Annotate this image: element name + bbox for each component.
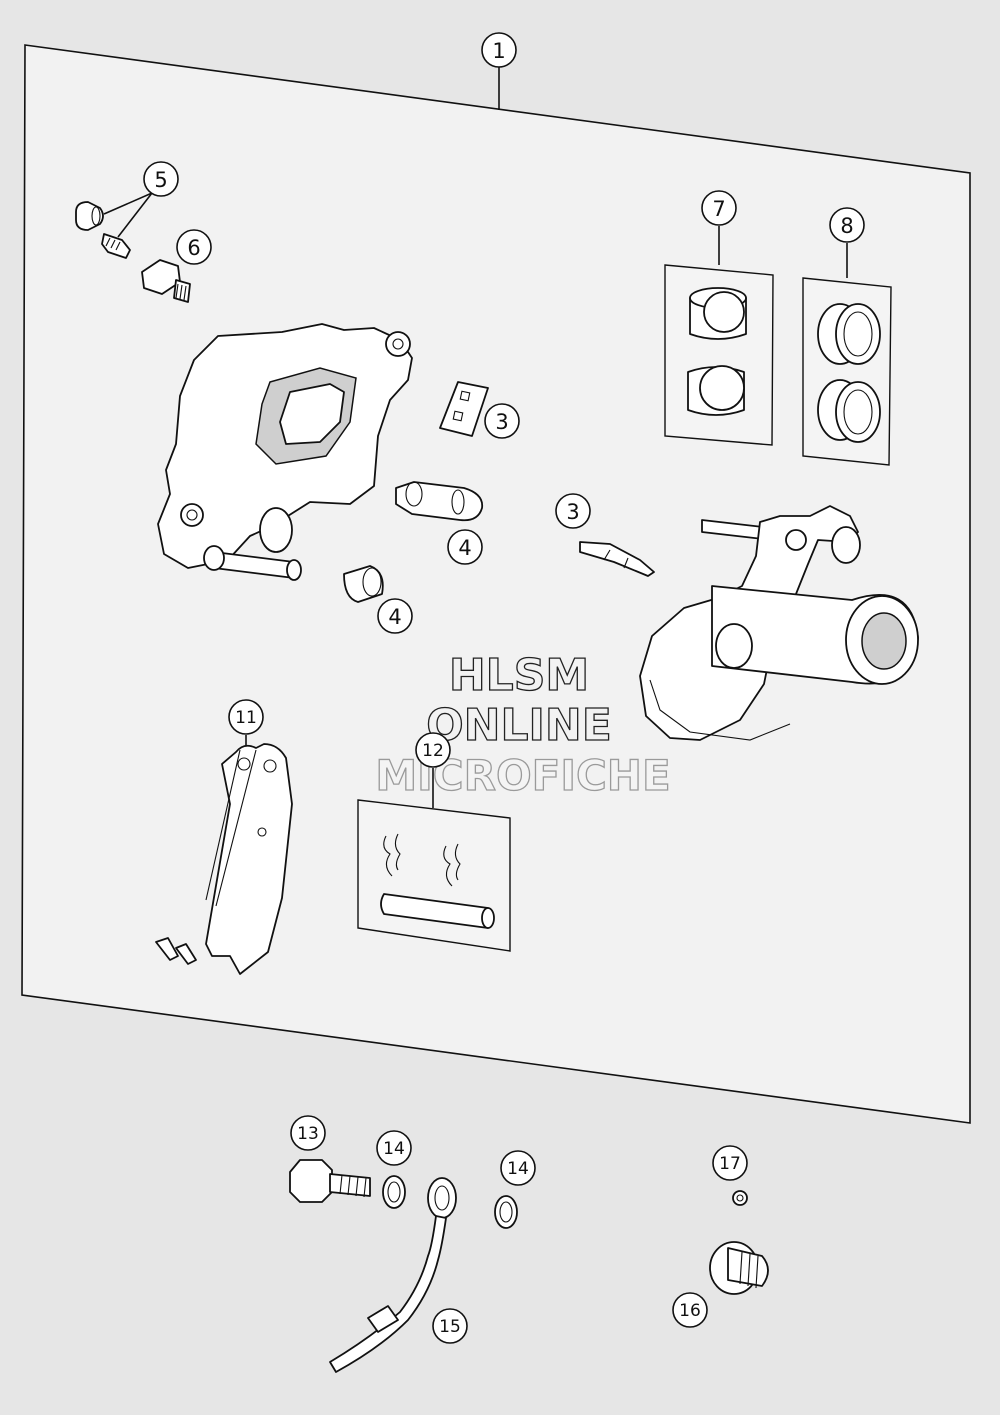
callout-11-label: 11 (235, 708, 257, 728)
seal-washer-part[interactable] (382, 1175, 406, 1209)
watermark: HLSM ONLINE MICROFICHE (375, 649, 672, 800)
small-plug-part[interactable] (732, 1190, 748, 1206)
callout-12-label: 12 (422, 741, 444, 761)
callout-4a[interactable]: 4 (447, 529, 483, 565)
callout-14b[interactable]: 14 (500, 1150, 536, 1186)
guide-pin-part[interactable] (395, 481, 484, 522)
guide-bush-part[interactable] (343, 565, 384, 603)
callout-17[interactable]: 17 (712, 1145, 748, 1181)
callout-4b[interactable]: 4 (377, 598, 413, 634)
callout-13[interactable]: 13 (290, 1115, 326, 1151)
callout-8[interactable]: 8 (829, 207, 865, 243)
callout-13-label: 13 (297, 1124, 319, 1144)
callout-17-label: 17 (719, 1154, 741, 1174)
callout-6[interactable]: 6 (176, 229, 212, 265)
callout-1[interactable]: 1 (481, 32, 517, 68)
callout-3b[interactable]: 3 (555, 493, 591, 529)
callout-4a-label: 4 (458, 536, 471, 560)
callout-15[interactable]: 15 (432, 1308, 468, 1344)
brake-caliper-body[interactable] (157, 323, 413, 581)
callout-8-label: 8 (840, 214, 853, 238)
callout-3a[interactable]: 3 (484, 403, 520, 439)
callout-5[interactable]: 5 (143, 161, 179, 197)
callout-3a-label: 3 (495, 410, 508, 434)
plug-screw-part[interactable] (141, 259, 191, 303)
pad-pin-kit[interactable] (357, 799, 511, 952)
seal-washer-part-2[interactable] (494, 1195, 518, 1229)
brake-pad-part[interactable] (155, 743, 293, 975)
brake-line-part[interactable] (329, 1177, 457, 1373)
callout-12[interactable]: 12 (415, 732, 451, 768)
banjo-bolt-part[interactable] (289, 1159, 371, 1203)
piston-kit[interactable] (664, 264, 774, 446)
callout-14a-label: 14 (383, 1139, 405, 1159)
callout-15-label: 15 (439, 1317, 461, 1337)
callout-7[interactable]: 7 (701, 190, 737, 226)
callout-3b-label: 3 (566, 500, 579, 524)
callout-6-label: 6 (187, 236, 200, 260)
watermark-line2: ONLINE (426, 700, 612, 751)
callout-4b-label: 4 (388, 605, 401, 629)
callout-14b-label: 14 (507, 1159, 529, 1179)
assembly-panel (21, 44, 971, 1124)
callout-1-label: 1 (492, 39, 505, 63)
leader-lines (103, 67, 848, 808)
seal-ring-kit[interactable] (802, 277, 892, 466)
cap-part[interactable] (709, 1241, 769, 1295)
bleeder-valve-part[interactable] (75, 201, 131, 259)
caliper-carrier[interactable] (639, 505, 919, 741)
callout-14a[interactable]: 14 (376, 1130, 412, 1166)
callout-16[interactable]: 16 (672, 1292, 708, 1328)
pad-spring-part[interactable] (439, 381, 489, 437)
callout-11[interactable]: 11 (228, 699, 264, 735)
pad-spring-part-2[interactable] (579, 541, 655, 577)
callout-7-label: 7 (712, 197, 725, 221)
callout-16-label: 16 (679, 1301, 701, 1321)
callout-5-label: 5 (154, 168, 167, 192)
watermark-line1: HLSM (449, 650, 589, 701)
